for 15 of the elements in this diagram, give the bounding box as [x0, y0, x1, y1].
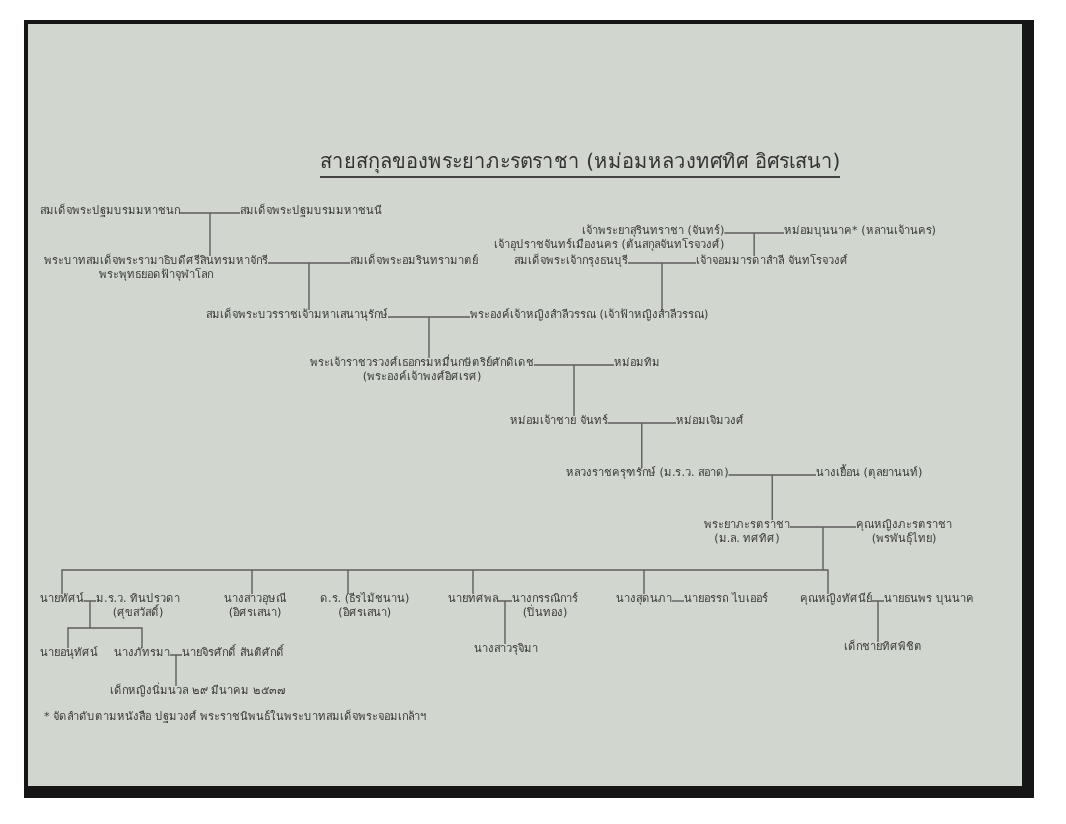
family-line — [169, 654, 183, 687]
family-line — [727, 474, 817, 521]
family-line — [871, 600, 885, 643]
family-line — [387, 316, 471, 359]
family-line — [533, 364, 615, 417]
family-line — [497, 600, 513, 645]
marriage-line — [671, 600, 685, 602]
family-line — [723, 232, 785, 257]
family-line — [267, 262, 351, 311]
family-line — [179, 212, 241, 257]
family-line — [606, 422, 677, 469]
chart-title: สายสกุลของพระยาภะรตราชา (หม่อมหลวงทศทิศ อิศรเสนา) — [320, 152, 841, 178]
family-line — [61, 526, 857, 595]
family-line — [627, 262, 697, 311]
family-line — [67, 600, 143, 649]
